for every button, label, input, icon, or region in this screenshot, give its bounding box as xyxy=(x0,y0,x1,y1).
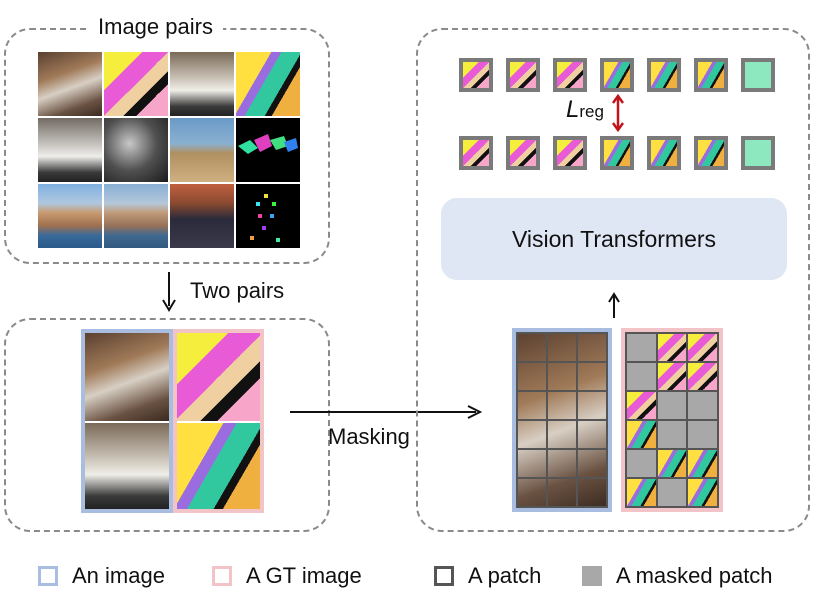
image-patch xyxy=(516,332,548,363)
gt-patch xyxy=(627,421,656,448)
patch-bottom-7 xyxy=(741,136,775,170)
legend-image-swatch xyxy=(38,566,58,586)
image-patch xyxy=(576,361,608,392)
patch-top-3 xyxy=(553,58,587,92)
image-column xyxy=(81,329,173,513)
image-patch xyxy=(576,390,608,421)
bedroom-segmentation xyxy=(104,52,168,116)
legend-masked-swatch xyxy=(582,566,602,586)
coastal-town-photo-2 xyxy=(104,184,168,248)
patched-image-grid xyxy=(512,328,612,512)
masked-patch xyxy=(688,421,717,448)
image-patch xyxy=(516,361,548,392)
masking-arrow-icon xyxy=(290,405,483,419)
patch-top-4 xyxy=(600,58,634,92)
two-pairs-label: Two pairs xyxy=(190,278,285,303)
gt-patch xyxy=(627,479,656,506)
model-box xyxy=(416,28,810,532)
horse-silhouettes xyxy=(238,134,298,154)
person-photo xyxy=(170,184,234,248)
image-patch xyxy=(516,419,548,450)
masked-patch xyxy=(688,392,717,419)
masked-patch xyxy=(657,479,687,506)
masked-patch xyxy=(627,450,656,477)
image-patch xyxy=(546,477,578,508)
masked-patch xyxy=(627,334,656,361)
gt-column xyxy=(173,329,264,513)
gt-patch xyxy=(627,392,656,419)
patch-top-7 xyxy=(741,58,775,92)
kitchen-image xyxy=(85,423,169,509)
keypoint-dots xyxy=(250,194,280,242)
image-pairs-title: Image pairs xyxy=(88,14,223,40)
bedroom-gt xyxy=(177,333,260,421)
living-room-photo xyxy=(38,118,102,182)
image-patch xyxy=(576,448,608,479)
image-patch xyxy=(516,477,548,508)
patch-top-1 xyxy=(459,58,493,92)
gt-patch xyxy=(657,334,687,361)
loss-symbol: L xyxy=(566,96,580,123)
horse-race-photo xyxy=(170,118,234,182)
legend-gt-label: A GT image xyxy=(246,563,362,588)
patch-top-5 xyxy=(647,58,681,92)
masked-patch xyxy=(657,421,687,448)
image-patch xyxy=(576,332,608,363)
legend-masked-label: A masked patch xyxy=(616,563,773,588)
patch-bottom-5 xyxy=(647,136,681,170)
vision-transformers-block: Vision Transformers xyxy=(441,198,787,280)
person-keypoints xyxy=(236,184,300,248)
coastal-town-photo-1 xyxy=(38,184,102,248)
two-pairs-box xyxy=(4,318,330,532)
loss-double-arrow-icon xyxy=(611,94,625,132)
living-room-depth xyxy=(104,118,168,182)
image-patch xyxy=(546,390,578,421)
legend-patch-label: A patch xyxy=(468,563,542,588)
legend-image-label: An image xyxy=(72,563,165,588)
image-patch xyxy=(546,448,578,479)
patch-bottom-3 xyxy=(553,136,587,170)
gt-patch xyxy=(657,363,687,390)
horse-race-keypoints xyxy=(236,118,300,182)
image-patch xyxy=(516,390,548,421)
image-patch xyxy=(546,419,578,450)
kitchen-gt xyxy=(177,423,260,509)
patch-bottom-2 xyxy=(506,136,540,170)
legend-gt-swatch xyxy=(212,566,232,586)
gt-patch xyxy=(657,450,687,477)
up-arrow-icon xyxy=(608,292,620,318)
patch-bottom-1 xyxy=(459,136,493,170)
gt-patch xyxy=(688,363,717,390)
patch-bottom-6 xyxy=(694,136,728,170)
masked-patch xyxy=(627,363,656,390)
kitchen-photo xyxy=(170,52,234,116)
image-patch xyxy=(546,332,578,363)
kitchen-segmentation xyxy=(236,52,300,116)
patch-top-2 xyxy=(506,58,540,92)
image-pairs-grid xyxy=(38,52,300,248)
legend-patch-swatch xyxy=(434,566,454,586)
patch-top-6 xyxy=(694,58,728,92)
gt-patch xyxy=(688,334,717,361)
image-patch xyxy=(516,448,548,479)
image-patch xyxy=(576,419,608,450)
gt-patch xyxy=(688,479,717,506)
down-arrow-icon xyxy=(162,272,176,312)
image-patch xyxy=(546,361,578,392)
loss-label: Lreg xyxy=(566,96,604,124)
patch-bottom-4 xyxy=(600,136,634,170)
bedroom-photo xyxy=(38,52,102,116)
gt-patch xyxy=(688,450,717,477)
image-patch xyxy=(576,477,608,508)
loss-subscript: reg xyxy=(579,102,604,121)
masked-gt-grid xyxy=(621,328,723,512)
bedroom-image xyxy=(85,333,169,421)
masked-patch xyxy=(657,392,687,419)
masking-label: Masking xyxy=(328,424,410,449)
